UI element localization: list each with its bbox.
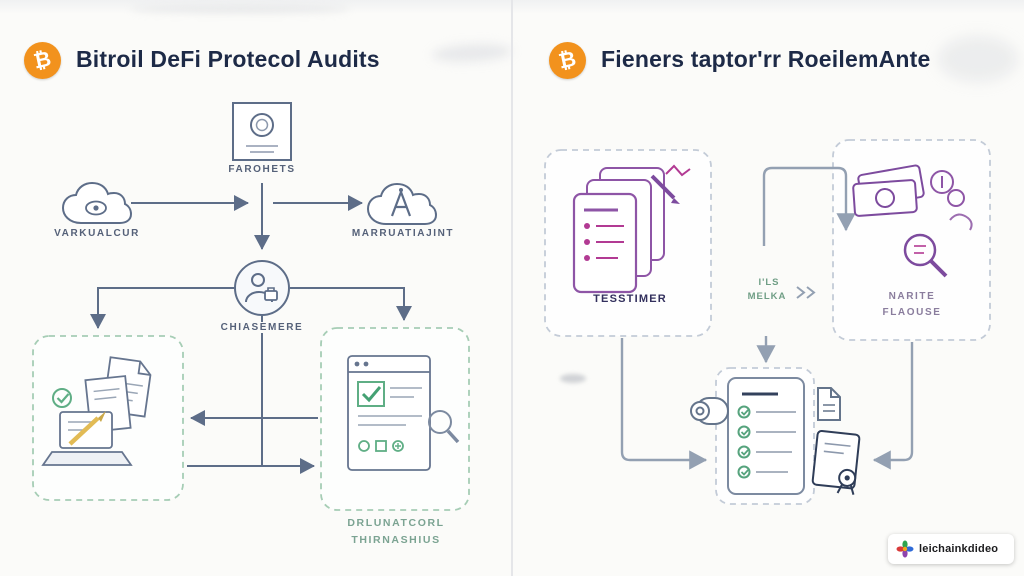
label-review-line1: NARITE <box>888 291 936 302</box>
label-top-node: FAROHETS <box>228 164 296 175</box>
watermark-text: leichainkdideo <box>919 543 999 555</box>
watermark-badge: leichainkdideo <box>888 534 1014 564</box>
bitcoin-logo-right: ₿ <box>549 42 586 79</box>
left-flow-arrows <box>90 183 412 474</box>
label-mid-line1: I'LS <box>758 277 780 288</box>
scroll-icon <box>690 397 729 425</box>
label-right-cloud: MARRUATIAJINT <box>351 228 455 239</box>
dev-tools-illustration <box>41 356 152 466</box>
label-review-line2: FLAOUSE <box>882 307 942 318</box>
label-left-cloud: VARKUALCUR <box>54 228 140 239</box>
payments-node <box>232 102 292 161</box>
right-flow-arrows <box>620 166 914 470</box>
right-panel-title: Fieners taptor'rr RoeilemAnte <box>601 46 931 72</box>
left-panel-title: Bitroil DeFi Protecol Audits <box>76 46 380 72</box>
certificate-icon <box>811 430 861 495</box>
bitcoin-symbol: ₿ <box>31 46 54 74</box>
governance-node <box>234 260 290 316</box>
label-caption-line1: DRLUNATCORL <box>347 517 445 529</box>
review-illustration <box>852 164 973 278</box>
cloud-left-icon <box>62 182 132 224</box>
panel-divider <box>511 0 513 576</box>
label-test-docs: TESSTIMER <box>593 293 667 305</box>
label-caption-line2: THIRNASHIUS <box>351 534 441 546</box>
bitcoin-symbol: ₿ <box>556 46 579 74</box>
bitcoin-logo-left: ₿ <box>24 42 61 79</box>
label-mid-line2: MELKA <box>747 291 787 302</box>
test-docs-illustration <box>572 164 691 294</box>
label-center-node: CHIASEMERE <box>216 322 308 333</box>
cloud-right-icon <box>367 183 437 225</box>
document-icon <box>817 387 841 421</box>
audit-checklist-illustration <box>347 355 460 471</box>
report-illustration <box>727 377 805 495</box>
watermark-logo-icon <box>896 540 914 558</box>
